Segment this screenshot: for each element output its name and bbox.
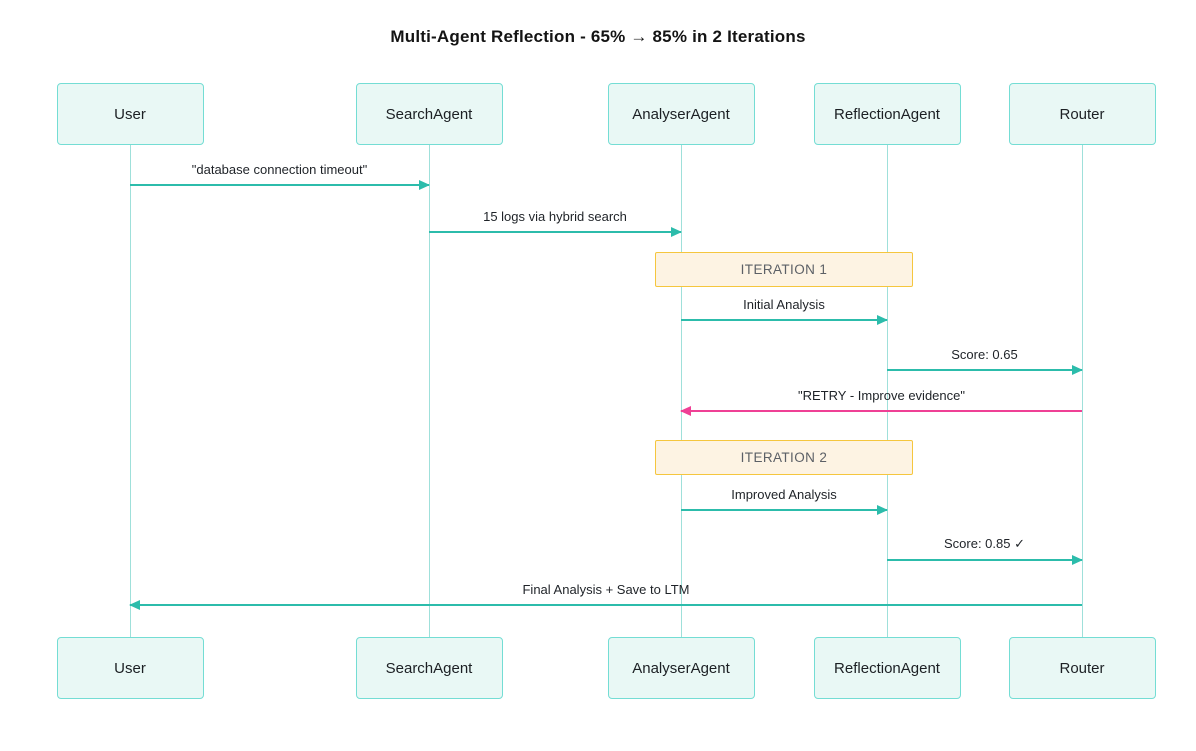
actor-label-search-agent: SearchAgent [385, 659, 473, 677]
actor-label-reflection-agent: ReflectionAgent [834, 105, 940, 123]
actor-box-search-agent-top: SearchAgent [355, 83, 503, 145]
lifeline-reflection-agent [886, 145, 888, 637]
diagram-title: Multi-Agent Reflection - 65% → 85% in 2 … [390, 27, 806, 46]
actor-box-analyser-agent-top: AnalyserAgent [607, 83, 755, 145]
actor-label-router: Router [1059, 105, 1105, 123]
note-iteration-2: ITERATION 2 [655, 440, 913, 475]
actor-box-router-top: Router [1008, 83, 1156, 145]
message-1-label: "database connection timeout" [191, 162, 368, 177]
arrowhead-right-icon [671, 227, 682, 237]
note-iteration-1: ITERATION 1 [655, 252, 913, 287]
message-7: Score: 0.85 ✓ [887, 529, 1083, 565]
message-6: Improved Analysis [681, 479, 888, 515]
actor-box-search-agent-bottom: SearchAgent [355, 637, 503, 699]
message-5-line [681, 410, 1082, 412]
message-6-line [681, 509, 887, 511]
message-2-label: 15 logs via hybrid search [483, 209, 627, 224]
message-4-line [887, 369, 1082, 371]
message-8-line [130, 604, 1082, 606]
arrowhead-left-icon [680, 406, 691, 416]
lifeline-router [1081, 145, 1083, 637]
arrowhead-right-icon [1072, 365, 1083, 375]
actor-label-search-agent: SearchAgent [385, 105, 473, 123]
message-3: Initial Analysis [681, 289, 888, 325]
message-5-label: "RETRY - Improve evidence" [798, 388, 965, 403]
actor-box-analyser-agent-bottom: AnalyserAgent [607, 637, 755, 699]
actor-label-reflection-agent: ReflectionAgent [834, 659, 940, 677]
lifeline-analyser-agent [680, 145, 682, 637]
actor-box-reflection-agent-top: ReflectionAgent [813, 83, 961, 145]
message-4: Score: 0.65 [887, 339, 1083, 375]
actor-label-user: User [114, 659, 146, 677]
lifeline-user [129, 145, 131, 637]
actor-box-user-bottom: User [56, 637, 204, 699]
arrowhead-left-icon [129, 600, 140, 610]
actor-box-user-top: User [56, 83, 204, 145]
actor-label-router: Router [1059, 659, 1105, 677]
message-4-label: Score: 0.65 [951, 347, 1018, 362]
message-3-label: Initial Analysis [743, 297, 825, 312]
message-2-line [429, 231, 681, 233]
message-8: Final Analysis + Save to LTM [129, 574, 1082, 610]
message-2: 15 logs via hybrid search [429, 201, 682, 237]
actor-box-router-bottom: Router [1008, 637, 1156, 699]
arrowhead-right-icon [877, 315, 888, 325]
arrowhead-right-icon [419, 180, 430, 190]
actor-label-user: User [114, 105, 146, 123]
arrowhead-right-icon [1072, 555, 1083, 565]
message-7-label: Score: 0.85 ✓ [944, 536, 1025, 551]
message-1-line [130, 184, 429, 186]
message-1: "database connection timeout" [130, 154, 430, 190]
message-7-line [887, 559, 1082, 561]
message-6-label: Improved Analysis [731, 487, 837, 502]
message-3-line [681, 319, 887, 321]
arrowhead-right-icon [877, 505, 888, 515]
actor-label-analyser-agent: AnalyserAgent [632, 659, 730, 677]
message-5: "RETRY - Improve evidence" [680, 380, 1082, 416]
message-8-label: Final Analysis + Save to LTM [522, 582, 690, 597]
actor-box-reflection-agent-bottom: ReflectionAgent [813, 637, 961, 699]
lifeline-search-agent [428, 145, 430, 637]
actor-label-analyser-agent: AnalyserAgent [632, 105, 730, 123]
